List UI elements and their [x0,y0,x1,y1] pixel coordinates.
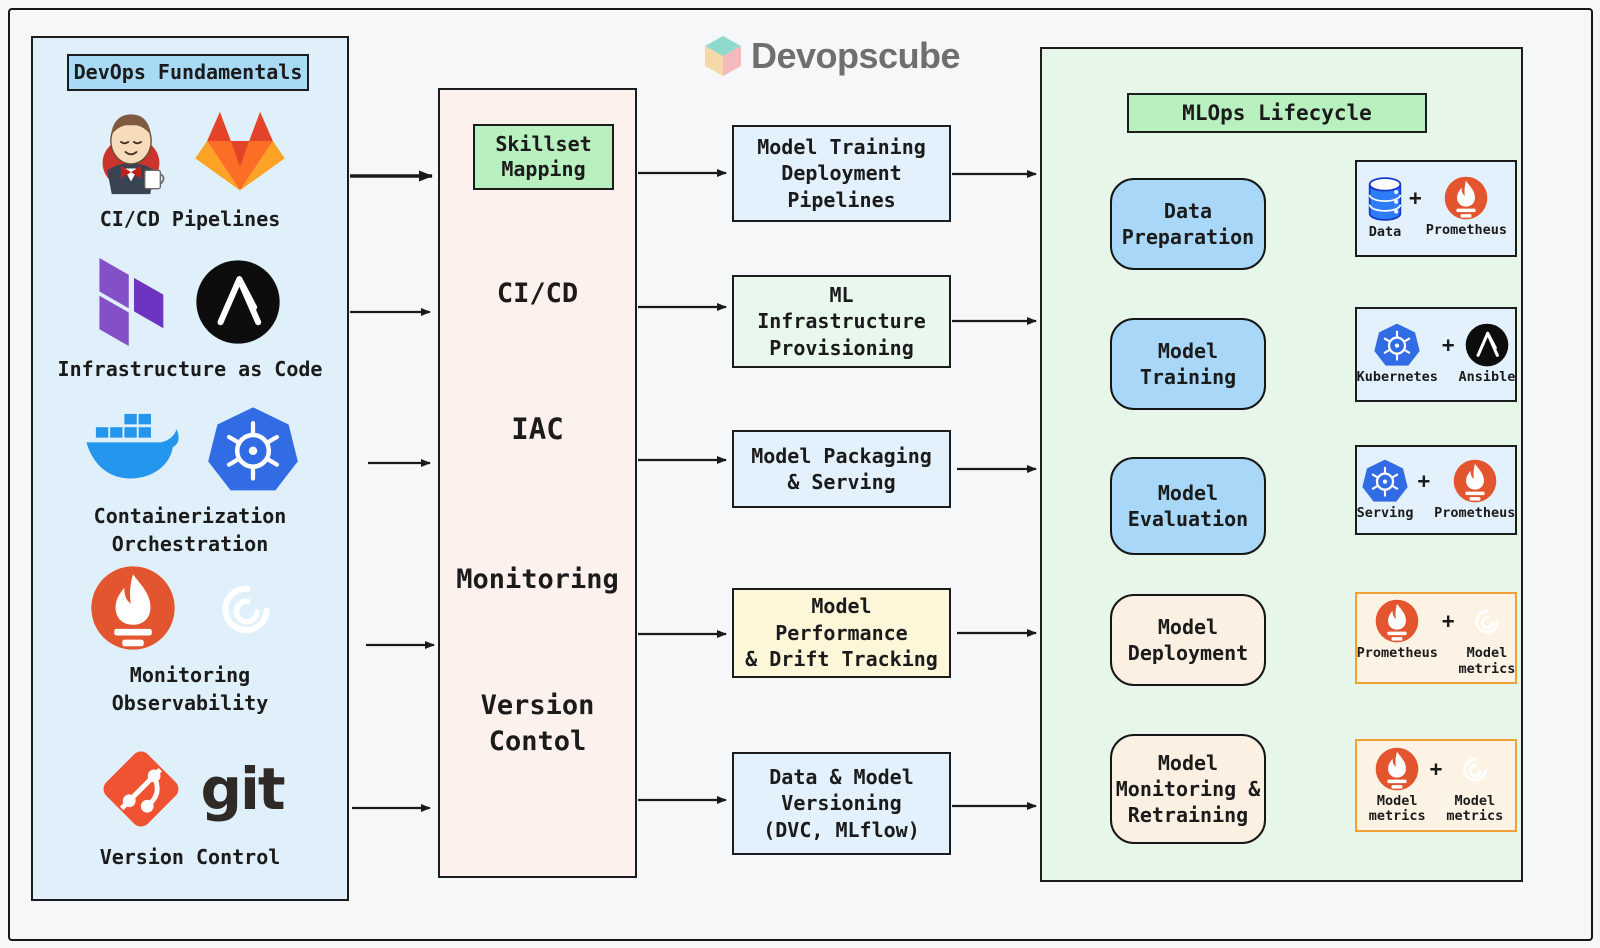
plus-sign: + [1429,756,1443,781]
plus-sign: + [1417,468,1431,493]
git-wordmark: git [200,755,285,823]
database-icon [1365,176,1405,222]
grafana-icon [1465,599,1509,643]
jenkins-icon [94,108,168,196]
kubernetes-icon [208,406,298,493]
skill-item-iac: IAC [511,412,564,446]
iac-group: Infrastructure as Code [33,258,347,384]
mapping-box-performance-drift: Model Performance & Drift Tracking [732,588,951,678]
skill-item-cicd: CI/CD [496,278,579,309]
git-icon [96,744,186,834]
toolbox-kubernetes-ansible: Kubernetes + Ansible [1355,307,1517,402]
prometheus-icon [1375,747,1419,791]
toolbox-model-metrics-model-metrics: Model metrics + Model metrics [1355,739,1517,832]
ansible-icon [195,259,281,345]
prometheus-icon [1453,459,1497,503]
version-control-group: git Version Control [33,744,347,872]
kubernetes-icon [1362,459,1408,503]
kubernetes-icon [1374,323,1420,367]
skill-item-monitoring: Monitoring [456,564,619,595]
grafana-icon [202,564,290,652]
prometheus-icon [1444,176,1488,220]
devopscube-logo: Devopscube [703,34,961,78]
monitoring-group: Monitoring Observability [33,564,347,717]
mapping-box-data-model-versioning: Data & Model Versioning (DVC, MLflow) [732,752,951,855]
containers-group: Containerization Orchestration [33,406,347,558]
toolbox-prometheus-model-metrics: Prometheus + Model metrics [1355,592,1517,684]
mapping-box-packaging-serving: Model Packaging & Serving [732,430,951,508]
node-model-monitoring-retraining: Model Monitoring & Retraining [1110,734,1266,844]
gitlab-icon [194,110,286,194]
node-data-preparation: Data Preparation [1110,178,1266,270]
plus-sign: + [1441,333,1455,358]
ansible-icon [1465,323,1509,367]
mapping-box-ml-infrastructure: ML Infrastructure Provisioning [732,275,951,368]
mlops-lifecycle-panel: MLOps Lifecycle Data Preparation Model T… [1040,47,1523,882]
cicd-pipelines-group: CI/CD Pipelines [33,108,347,234]
prometheus-icon [1375,599,1419,643]
node-model-deployment: Model Deployment [1110,594,1266,686]
skillset-mapping-column: Skillset Mapping CI/CD IAC Monitoring Ve… [438,88,637,878]
skillset-mapping-title: Skillset Mapping [473,124,614,190]
toolbox-serving-prometheus: Serving + Prometheus [1355,445,1517,535]
outer-border [8,8,1593,941]
devopscube-wordmark: Devopscube [751,35,961,76]
toolbox-data-prometheus: Data + Prometheus [1355,160,1517,257]
mapping-box-training-pipelines: Model Training Deployment Pipelines [732,125,951,222]
prometheus-icon [90,565,176,651]
plus-sign: + [1409,186,1422,211]
cube-icon [705,36,741,76]
terraform-icon [99,258,169,346]
mlops-lifecycle-title: MLOps Lifecycle [1127,93,1427,133]
skill-item-version-control: Version Contol [480,690,595,758]
docker-icon [82,412,182,488]
grafana-icon [1453,747,1497,791]
devops-fundamentals-panel: DevOps Fundamentals CI/CD Pipelines Infr… [31,36,349,901]
devops-fundamentals-title: DevOps Fundamentals [67,54,309,91]
plus-sign: + [1441,609,1455,634]
node-model-evaluation: Model Evaluation [1110,457,1266,555]
node-model-training: Model Training [1110,318,1266,410]
